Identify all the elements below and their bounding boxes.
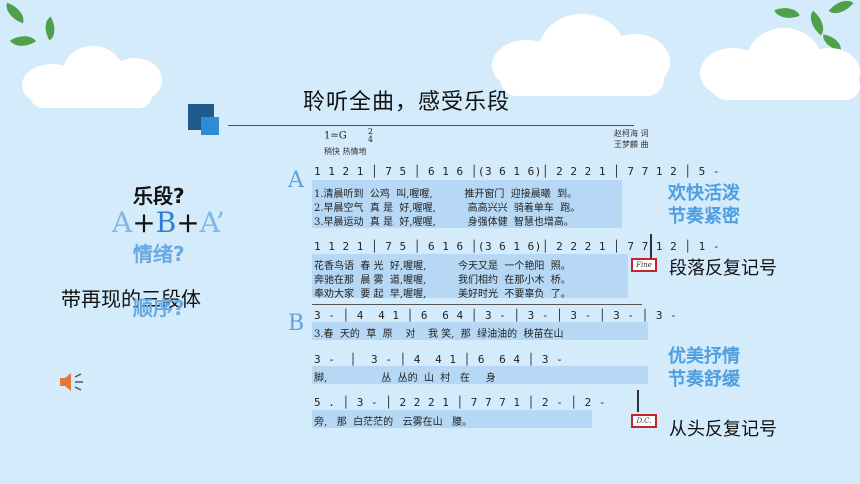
form-formula: A+B+A’ <box>112 206 225 239</box>
a-row2-lyric-2: 奔驰在那 晨 雾 道,喔喔, 我们相约 在那小木 桥。 <box>314 275 571 286</box>
section-a-band-2 <box>312 254 628 298</box>
question-order: 顺序? <box>133 296 185 320</box>
section-b-band-2 <box>312 366 648 384</box>
a-row2-lyric-1: 花香鸟语 春 光 好,喔喔, 今天又是 一个艳阳 照。 <box>314 261 571 272</box>
a-row2-lyric-3: 奉劝大家 要 起 早,喔喔, 美好时光 不要辜负 了。 <box>314 289 571 300</box>
slide-title: 聆听全曲，感受乐段 <box>303 90 511 115</box>
b-row3-lyrics: 旁, 那 白茫茫的 云雾在山 腰。 <box>314 417 473 428</box>
a-row1-lyric-2: 2.早晨空气 真 是 好,喔喔, 高高兴兴 骑着单车 跑。 <box>314 203 581 214</box>
title-square-light <box>201 117 219 135</box>
form-plus-1: + <box>132 206 156 239</box>
fine-mark: Fine <box>631 258 657 272</box>
b-row1-lyrics: 3.春 天的 草 原 对 我 笑, 那 绿油油的 秧苗在山 <box>314 329 564 340</box>
section-b-label: B <box>288 311 305 336</box>
score-credits: 赵柯海 词 王梦麟 曲 <box>614 128 658 150</box>
repeat-fine-label: 段落反复记号 <box>669 258 777 279</box>
a-row1-notes: 1 1 2 1 │ 7 5 │ 6 1 6 │(3 6 1 6)│ 2 2 2 … <box>314 165 720 178</box>
score-composer: 王梦麟 曲 <box>614 140 649 149</box>
b-mood-line-2: 节奏舒缓 <box>668 369 740 390</box>
b-staff-top <box>312 304 642 305</box>
time-signature-bottom: 4 <box>367 135 374 144</box>
section-b-band-3 <box>312 410 592 428</box>
a-row2-notes: 1 1 2 1 │ 7 5 │ 6 1 6 │(3 6 1 6)│ 2 2 2 … <box>314 240 720 253</box>
b-mood-line-1: 优美抒情 <box>668 346 740 367</box>
dc-mark: D.C. <box>631 414 657 428</box>
section-a-band-1 <box>312 180 622 228</box>
b-row1-notes: 3 - │ 4 4 1 │ 6 6 4 │ 3 - │ 3 - │ 3 - │ … <box>314 309 678 322</box>
form-a: A <box>112 206 133 239</box>
form-plus-2: + <box>176 206 200 239</box>
repeat-dc-label: 从头反复记号 <box>669 419 777 440</box>
time-signature-top: 2 <box>367 127 374 136</box>
title-divider <box>228 125 634 126</box>
a-mood-line-2: 节奏紧密 <box>668 206 740 227</box>
section-a-label: A <box>288 168 304 193</box>
score-lyricist: 赵柯海 词 <box>614 129 649 138</box>
b-row2-lyrics: 脚, 丛 丛的 山 村 在 身 <box>314 373 496 384</box>
question-mood: 情绪? <box>133 242 185 266</box>
speaker-icon[interactable] <box>58 370 86 394</box>
form-a-prime: A’ <box>199 206 225 239</box>
score-tempo: 稍快 热情地 <box>324 147 367 156</box>
b-row3-notes: 5 . │ 3 - │ 2 2 2 1 │ 7 7 7 1 │ 2 - │ 2 … <box>314 396 607 409</box>
form-type-text: 带再现的三段体 <box>61 287 201 311</box>
a-row1-lyric-1: 1.清晨听到 公鸡 叫,喔喔, 推开窗门 迎接晨曦 到。 <box>314 189 578 200</box>
form-b: B <box>155 206 177 239</box>
a-row1-lyric-3: 3.早晨运动 真 是 好,喔喔, 身强体健 智慧也增高。 <box>314 217 574 228</box>
b-mood-annotation: 优美抒情 节奏舒缓 <box>668 345 740 391</box>
score-key: 1=G 2 4 <box>324 127 374 144</box>
a-mood-annotation: 欢快活泼 节奏紧密 <box>668 182 740 228</box>
dc-barline <box>637 390 639 412</box>
section-b-band-1 <box>312 322 648 340</box>
b-row2-notes: 3 - │ 3 - │ 4 4 1 │ 6 6 4 │ 3 - <box>314 353 564 366</box>
final-barline <box>650 234 652 258</box>
question-sections: 乐段? <box>133 184 185 208</box>
a-mood-line-1: 欢快活泼 <box>668 183 740 204</box>
